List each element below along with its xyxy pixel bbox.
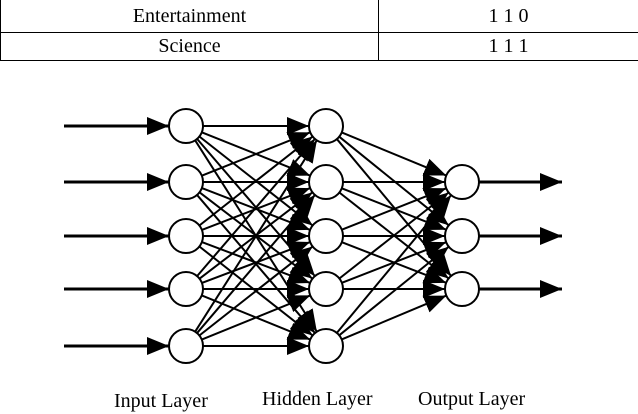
connection-edge: [198, 245, 314, 337]
category-cell: Science: [0, 32, 379, 61]
category-code-table: Entertainment 1 1 0 Science 1 1 1: [0, 0, 638, 61]
input-node: [168, 271, 204, 307]
connection-edge: [338, 245, 450, 337]
connection-edge: [336, 194, 452, 334]
output-node: [444, 271, 480, 307]
output-layer-label: Output Layer: [418, 388, 526, 410]
input-node: [168, 164, 204, 200]
input-node: [168, 328, 204, 364]
hidden-node: [308, 108, 344, 144]
input-layer-label: Input Layer: [114, 390, 208, 412]
hidden-node: [308, 164, 344, 200]
neuron-nodes: [168, 108, 480, 364]
table-row: Entertainment 1 1 0: [0, 0, 638, 33]
hidden-node: [308, 218, 344, 254]
hidden-node: [308, 328, 344, 364]
hidden-node: [308, 271, 344, 307]
input-node: [168, 108, 204, 144]
output-node: [444, 164, 480, 200]
hidden-layer-label: Hidden Layer: [262, 388, 373, 410]
connection-edge: [336, 138, 452, 277]
table-row: Science 1 1 1: [0, 32, 638, 61]
connection-edge: [196, 194, 316, 334]
input-node: [168, 218, 204, 254]
code-cell: 1 1 1: [378, 32, 638, 61]
connection-edge: [201, 294, 311, 341]
io-arrows: [64, 117, 562, 355]
connection-edge: [196, 138, 316, 277]
connection-edge: [341, 294, 447, 341]
connection-edges: [194, 117, 452, 355]
connection-edge: [198, 135, 314, 227]
category-cell: Entertainment: [0, 0, 379, 33]
connection-edge: [341, 131, 447, 177]
connection-edge: [194, 139, 318, 333]
output-node: [444, 218, 480, 254]
